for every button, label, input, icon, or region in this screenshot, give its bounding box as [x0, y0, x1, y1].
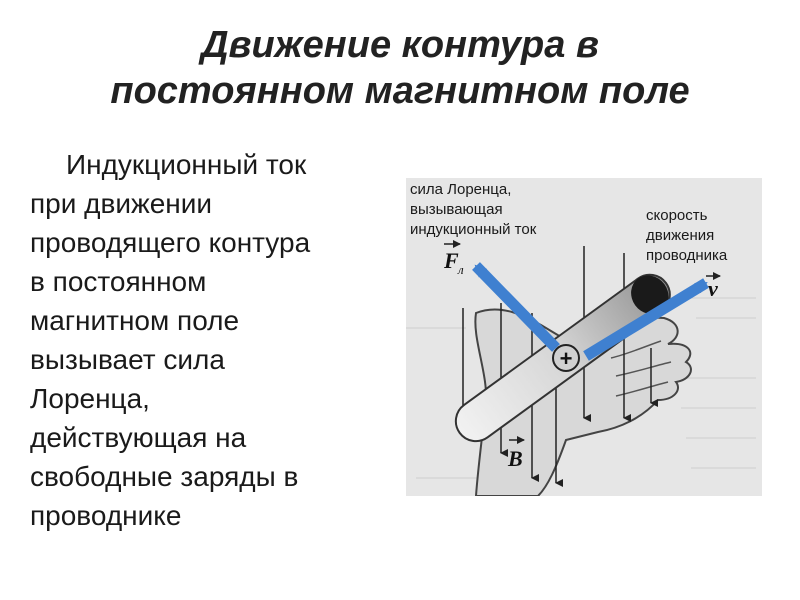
lorentz-force-figure: + сила Лоренца, вызывающая индукционный … — [406, 178, 762, 496]
force-symbol: F — [443, 248, 459, 273]
lorentz-caption-line: индукционный ток — [410, 221, 537, 238]
body-line: проводящего контура — [30, 223, 390, 262]
body-paragraph: Индукционный ток при движении проводящег… — [30, 145, 390, 535]
body-line: в постоянном — [30, 262, 390, 301]
lorentz-caption-line: вызывающая — [410, 201, 503, 218]
body-line: свободные заряды в — [30, 457, 390, 496]
speed-caption-line: проводника — [646, 247, 728, 264]
body-line: магнитном поле — [30, 301, 390, 340]
speed-caption-line: скорость — [646, 207, 708, 224]
body-line: Лоренца, — [30, 379, 390, 418]
title-line-2: постоянном магнитном поле — [0, 68, 800, 114]
figure-svg: + сила Лоренца, вызывающая индукционный … — [406, 178, 762, 496]
body-line: действующая на — [30, 418, 390, 457]
body-line: проводнике — [30, 496, 390, 535]
body-line: при движении — [30, 184, 390, 223]
body-line: вызывает сила — [30, 340, 390, 379]
body-line: Индукционный ток — [30, 145, 390, 184]
force-subscript: л — [457, 262, 464, 277]
field-symbol: B — [507, 446, 523, 471]
charge-symbol: + — [560, 346, 573, 371]
slide-title: Движение контура в постоянном магнитном … — [0, 22, 800, 114]
title-line-1: Движение контура в — [0, 22, 800, 68]
velocity-symbol: v — [708, 276, 718, 301]
speed-caption-line: движения — [646, 227, 714, 244]
lorentz-caption-line: сила Лоренца, — [410, 181, 511, 198]
